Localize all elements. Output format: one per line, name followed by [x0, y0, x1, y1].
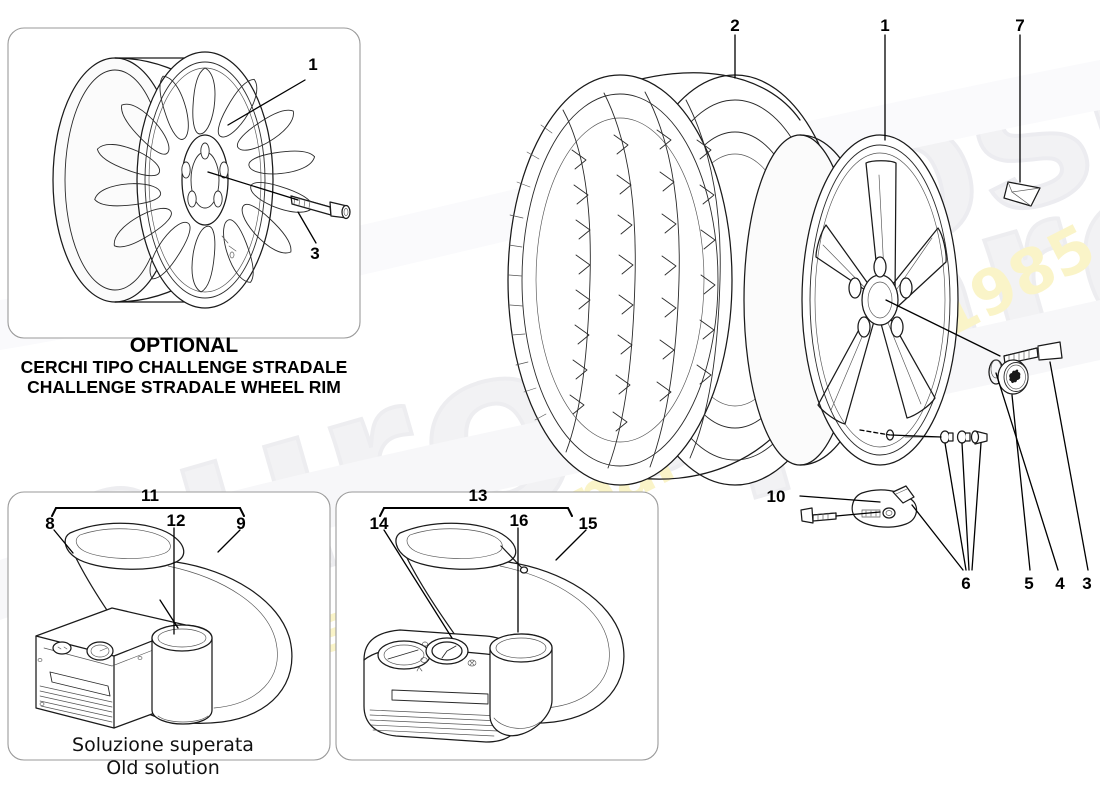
callout-10: 10 — [767, 487, 786, 506]
kit-old-caption-en: Old solution — [106, 757, 220, 779]
callout-4: 4 — [1055, 574, 1065, 593]
bracket-label-13: 13 — [469, 486, 488, 505]
centre-cap — [997, 359, 1029, 395]
wheel-rim-assembly — [743, 134, 959, 466]
callout-1: 1 — [880, 16, 889, 35]
balance-weight — [1003, 181, 1041, 207]
retaining-ring — [988, 359, 1004, 385]
kit-new-compressor — [363, 629, 521, 743]
main-callout-numbers: 2 1 7 10 6 5 4 3 — [730, 16, 1091, 593]
optional-panel: 1 3 OPTIONAL CERCHI TIPO CHALLENGE STRAD… — [7, 27, 361, 397]
valve-parts — [904, 430, 988, 445]
callout-8: 8 — [45, 514, 54, 533]
optional-wheel-bolt — [290, 195, 351, 220]
kit-old-panel: 11 — [7, 486, 331, 779]
callout-9: 9 — [236, 514, 245, 533]
prancing-horse-icon — [1009, 369, 1021, 384]
optional-title: OPTIONAL — [130, 334, 239, 357]
callout-2: 2 — [730, 16, 739, 35]
callout-6: 6 — [961, 574, 970, 593]
callout-14: 14 — [370, 514, 389, 533]
callout-5: 5 — [1024, 574, 1033, 593]
callout-optional-3: 3 — [310, 244, 319, 263]
leader-optional-1 — [227, 79, 306, 126]
optional-subtitle-en: CHALLENGE STRADALE WHEEL RIM — [27, 377, 341, 397]
kit-new-sealant-bottle — [489, 633, 553, 737]
bracket-label-11: 11 — [141, 486, 159, 505]
main-leader-lines — [734, 34, 1089, 571]
challenge-stradale-wheel — [52, 51, 316, 309]
kit-new-panel: 13 — [335, 486, 659, 761]
leader-optional-3 — [297, 211, 317, 244]
tpms-sensor — [800, 485, 918, 528]
callout-16: 16 — [510, 511, 529, 530]
callout-7: 7 — [1015, 16, 1024, 35]
wheel-bolt — [1003, 341, 1063, 365]
callout-15: 15 — [579, 514, 598, 533]
optional-subtitle-it: CERCHI TIPO CHALLENGE STRADALE — [21, 357, 348, 377]
leader-optional-hub — [207, 171, 299, 201]
callout-3: 3 — [1082, 574, 1091, 593]
callout-12: 12 — [167, 511, 186, 530]
kit-old-sealant-bottle — [151, 624, 213, 725]
kit-old-caption-it: Soluzione superata — [72, 734, 254, 756]
callout-optional-1: 1 — [308, 55, 317, 74]
